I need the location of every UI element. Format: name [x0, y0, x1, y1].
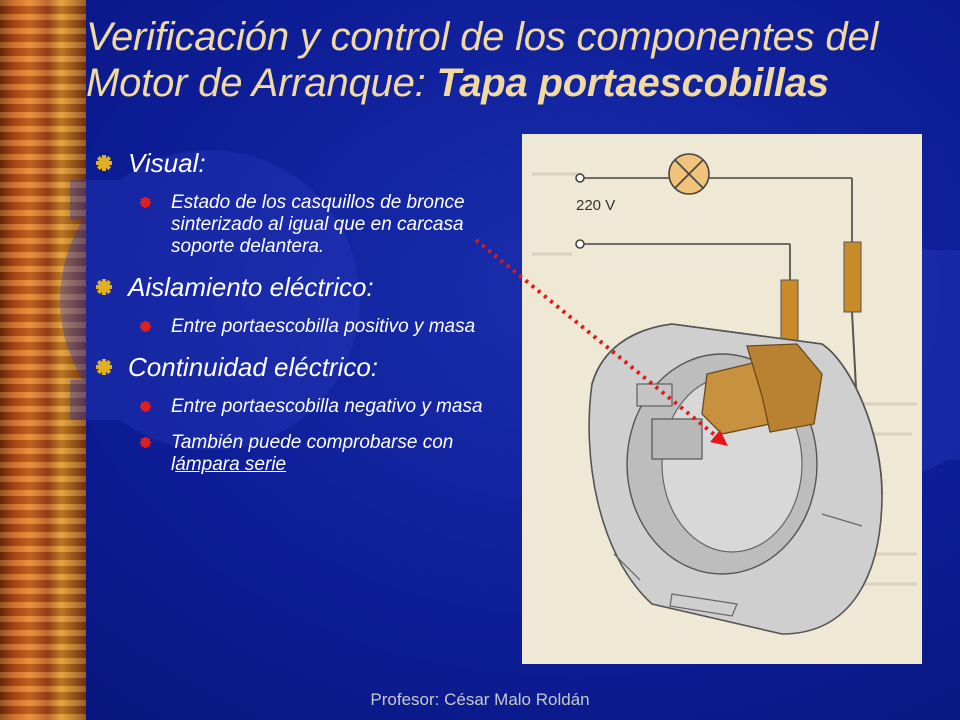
sub-bullet-icon	[140, 197, 151, 208]
bullet-icon	[96, 359, 112, 375]
bullet-item: Continuidad eléctrico:	[96, 352, 516, 382]
bullet-item: Visual:	[96, 148, 516, 178]
bullet-text: Aislamiento eléctrico:	[128, 272, 374, 302]
footer-author: Profesor: César Malo Roldán	[370, 690, 590, 709]
sub-bullet-item: También puede comprobarse con lámpara se…	[96, 432, 516, 476]
sub-bullet-icon	[140, 321, 151, 332]
bullet-text: Visual:	[128, 148, 206, 178]
brush-holder-drawing: 220 V	[522, 134, 922, 664]
sub-bullet-text: Entre portaescobilla positivo y masa	[171, 316, 476, 337]
lampara-serie-link[interactable]: ámpara serie	[175, 454, 287, 475]
page-title: Verificación y control de los componente…	[86, 14, 946, 106]
decorative-left-strip	[0, 0, 86, 720]
sub-bullet-text: También puede comprobarse con l	[171, 432, 454, 475]
brush-holder-illustration: 220 V	[522, 134, 922, 664]
sub-bullet-icon	[140, 437, 151, 448]
bullet-item: Aislamiento eléctrico:	[96, 272, 516, 302]
sub-bullet-item: Estado de los casquillos de bronce sinte…	[96, 192, 516, 258]
sub-bullet-item: Entre portaescobilla negativo y masa	[96, 396, 516, 418]
voltage-label: 220 V	[576, 197, 615, 214]
bullet-list: Visual: Estado de los casquillos de bron…	[96, 148, 516, 490]
title-emphasis: Tapa portaescobillas	[436, 61, 829, 105]
bullet-icon	[96, 155, 112, 171]
title-line-2: Motor de Arranque:	[86, 61, 437, 105]
sub-bullet-icon	[140, 401, 151, 412]
sub-bullet-item: Entre portaescobilla positivo y masa	[96, 316, 516, 338]
sub-bullet-text: Entre portaescobilla negativo y masa	[171, 396, 483, 417]
title-line-1: Verificación y control de los componente…	[86, 15, 879, 59]
bullet-text: Continuidad eléctrico:	[128, 352, 379, 382]
bullet-icon	[96, 279, 112, 295]
sub-bullet-text: Estado de los casquillos de bronce sinte…	[171, 192, 465, 257]
